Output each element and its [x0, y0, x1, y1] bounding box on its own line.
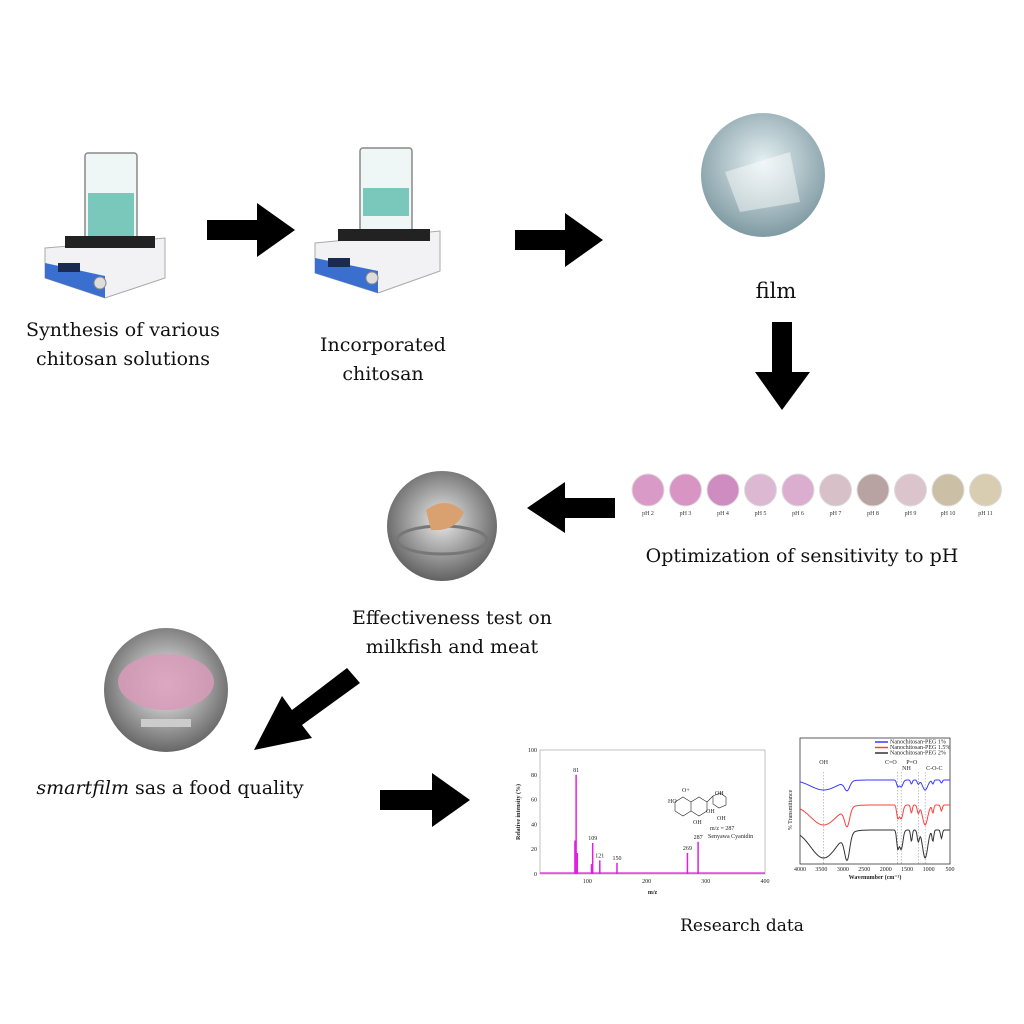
smartfilm-italic: smartfilm [36, 777, 129, 799]
ph-label: pH 3 [680, 511, 692, 517]
peak-label: 121 [595, 853, 604, 859]
x-tick-label: 2500 [858, 867, 870, 873]
y-tick-label: 80 [531, 773, 537, 779]
ph-sample-disc [969, 473, 1002, 507]
x-axis-label: m/z [648, 890, 658, 896]
x-tick-label: 400 [761, 879, 770, 885]
peak-label: 109 [588, 836, 597, 842]
x-tick-label: 200 [642, 879, 651, 885]
band-label: OH [819, 760, 828, 766]
ph-label: pH 5 [755, 511, 767, 517]
ftir-series-line [799, 804, 950, 828]
x-tick-label: 3000 [837, 867, 849, 873]
ph-sample-disc [669, 473, 702, 507]
y-tick-label: 100 [528, 748, 537, 754]
ftir-chart: 4000 3500 3000 2500 2000 1500 1000 500Wavenumbe… [788, 737, 955, 881]
peak-label: 150 [612, 856, 621, 862]
ph-label: pH 7 [830, 511, 842, 517]
synthesis-caption: Synthesis of various chitosan solutions [26, 316, 220, 374]
caption-line: milkfish and meat [365, 636, 539, 658]
x-axis-label: Wavenumber (cm⁻¹) [849, 874, 902, 881]
y-axis-label: % Transmittance [788, 789, 794, 830]
hotplate-stirrer-icon [44, 152, 166, 299]
ph-label: pH 6 [792, 511, 804, 517]
smartfilm-caption: smartfilm sas a food quality [36, 774, 303, 803]
effectiveness-caption: Effectiveness test on milkfish and meat [352, 604, 552, 662]
mass-spectrum-chart: 0 20 40 60 80 100 100 200 300 400 m/z Relative inte… [515, 748, 770, 896]
peak-label: 81 [573, 768, 579, 774]
ph-sample-disc [894, 473, 927, 507]
arrow-left-icon [527, 482, 615, 533]
structure-label: OH [715, 791, 724, 797]
caption-line: chitosan [342, 363, 424, 385]
hotplate-stirrer-icon [314, 147, 441, 294]
ph-sample-row: pH 2 pH 3 pH 4 pH 5 pH 6 pH 7 pH 8 pH 9 pH 10 pH … [631, 473, 1002, 517]
y-tick-label: 20 [531, 847, 537, 853]
x-tick-label: 4000 [794, 867, 806, 873]
y-axis-label: Relative intensity (%) [515, 784, 522, 840]
plot-frame [799, 737, 951, 865]
peak-label: 287 [694, 835, 703, 841]
meat-test-dish-image [387, 471, 497, 581]
x-tick-label: 1500 [901, 867, 913, 873]
ph-label: pH 11 [978, 511, 993, 517]
ph-caption: Optimization of sensitivity to pH [645, 545, 959, 567]
ph-sample-disc [856, 473, 890, 507]
structure-label: OH [693, 820, 702, 826]
legend-label: Nanochitosan-PEG 2% [890, 751, 946, 757]
band-label: NH [902, 766, 911, 772]
ph-label: pH 9 [905, 511, 917, 517]
arrow-right-icon [515, 213, 603, 267]
caption-line: Effectiveness test on [352, 607, 552, 629]
annotation: Senyawa Cyanidin [708, 834, 753, 840]
legend-label: Nanochitosan-PEG 1% [890, 740, 946, 746]
structure-label: OH [706, 809, 715, 815]
ph-label: pH 2 [642, 511, 654, 517]
ph-label: pH 8 [867, 511, 879, 517]
arrow-down-left-icon [254, 668, 360, 750]
x-tick-label: 100 [583, 879, 592, 885]
caption-line: chitosan solutions [35, 348, 211, 370]
peak-label: 269 [683, 846, 692, 852]
incorporated-caption: Incorporated chitosan [320, 331, 446, 389]
y-tick-label: 0 [534, 872, 537, 878]
ph-sample-disc [931, 473, 965, 507]
smartfilm-dish-image [104, 628, 228, 752]
annotation: m/z = 287 [710, 826, 734, 832]
y-tick-label: 60 [531, 798, 537, 804]
band-label: C=O [885, 760, 897, 766]
film-caption: film [755, 279, 797, 303]
cyanidin-structure [674, 792, 727, 817]
x-tick-label: 300 [701, 879, 710, 885]
plot-frame [539, 749, 766, 875]
x-tick-label: 3500 [815, 867, 827, 873]
arrow-right-icon [380, 773, 470, 827]
structure-label: O+ [682, 788, 690, 794]
band-label: P=O [906, 760, 918, 766]
structure-label: OH [717, 816, 726, 822]
ph-label: pH 10 [941, 511, 956, 517]
x-tick-label: 500 [946, 867, 955, 873]
ftir-series-line [799, 829, 950, 862]
research-caption: Research data [680, 916, 804, 936]
ph-sample-disc [744, 473, 777, 507]
x-tick-label: 1000 [923, 867, 935, 873]
band-label: C-O-C [926, 766, 942, 772]
arrow-down-icon [755, 322, 810, 410]
y-tick-label: 40 [531, 822, 537, 828]
ftir-series-line [799, 779, 950, 792]
ph-sample-disc [706, 473, 740, 507]
legend-label: Nanochitosan-PEG 1.5% [890, 745, 950, 751]
ph-label: pH 4 [717, 511, 729, 517]
caption-rest: sas a food quality [128, 777, 304, 799]
ph-sample-disc [631, 473, 665, 507]
structure-label: HO [668, 799, 677, 805]
ph-sample-disc [781, 473, 815, 507]
arrow-right-icon [207, 203, 295, 257]
caption-line: Incorporated [320, 334, 446, 356]
ph-sample-disc [819, 473, 852, 507]
x-tick-label: 2000 [880, 867, 892, 873]
caption-line: Synthesis of various [26, 319, 220, 341]
film-petri-dish-image [701, 113, 825, 237]
